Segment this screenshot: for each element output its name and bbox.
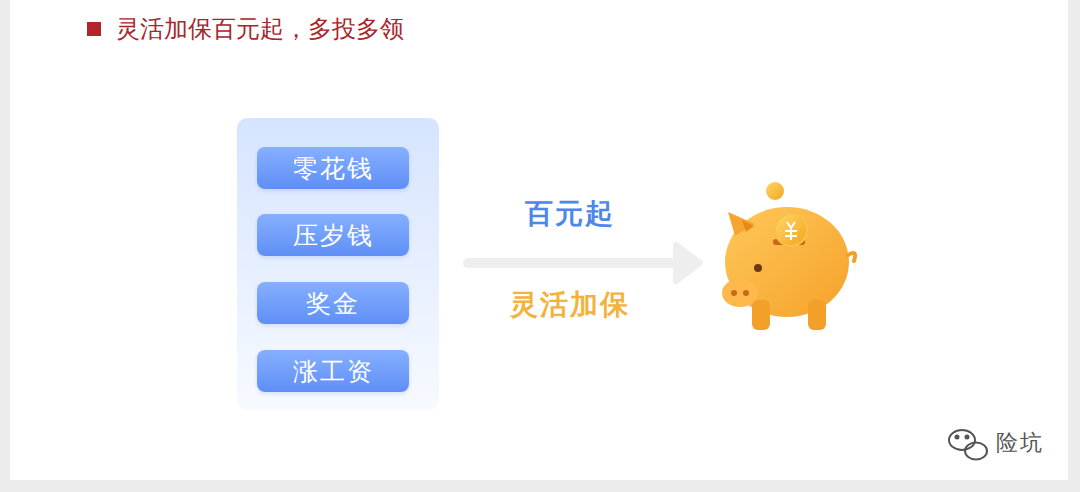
- flow-arrow: [463, 245, 700, 281]
- button-text: 压岁钱: [293, 219, 374, 252]
- watermark: 险坑: [996, 428, 1044, 458]
- card-ground: [10, 0, 1068, 480]
- wechat-icon: [949, 430, 987, 460]
- button-text: 奖金: [306, 287, 360, 320]
- heading: 灵活加保百元起，多投多领: [116, 13, 404, 45]
- title-bullet: [87, 22, 101, 36]
- source-panel: [237, 118, 439, 410]
- source-button: 零花钱: [257, 147, 409, 189]
- button-text: 涨工资: [293, 355, 374, 388]
- source-button: 压岁钱: [257, 214, 409, 256]
- flex-label: 灵活加保: [510, 286, 630, 324]
- amount-label: 百元起: [525, 195, 615, 233]
- piggy-bank: [722, 182, 855, 330]
- source-button: 涨工资: [257, 350, 409, 392]
- source-button: 奖金: [257, 282, 409, 324]
- button-text: 零花钱: [293, 152, 374, 185]
